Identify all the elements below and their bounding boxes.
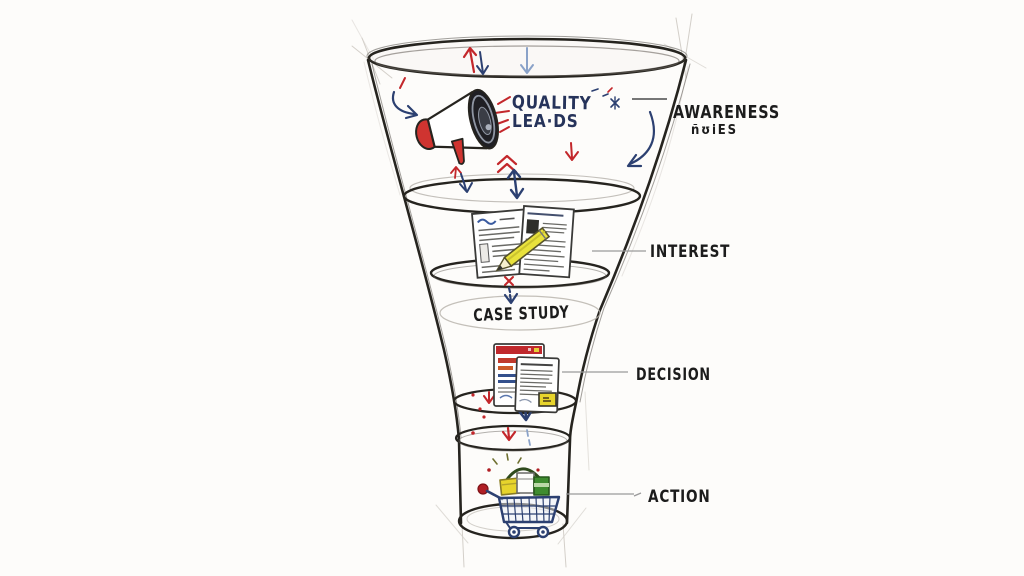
ring-case-study-ghost <box>439 295 601 331</box>
red-down-arrow-ring3 <box>483 391 495 404</box>
red-up-arrow-top <box>462 46 478 74</box>
stage-label-awareness: AWARENESS <box>673 102 780 123</box>
stage-sublabel-awareness: ñʊiES <box>691 123 738 138</box>
blue-curve-arrow-left <box>391 90 419 120</box>
red-tick-left <box>399 77 406 89</box>
cart-contents <box>499 467 550 496</box>
shopping-cart-icon <box>477 453 561 539</box>
pencil <box>495 226 551 272</box>
annotation-case-study: CASE STUDY <box>473 302 570 326</box>
lightblue-down-arrow-top <box>520 47 534 74</box>
blue-down-arrow-ring1 <box>459 173 473 193</box>
red-x-mark <box>504 276 514 286</box>
label-connectors <box>562 98 667 497</box>
red-up-arrow-small <box>450 166 462 179</box>
red-down-arrow-stage1 <box>565 142 579 161</box>
stage-label-action: ACTION <box>648 487 711 507</box>
blue-down-arrow-ring2 <box>503 286 519 305</box>
cart-frame <box>477 483 561 539</box>
label-connector-action-tick <box>633 492 642 497</box>
red-dots-ring3 <box>471 393 486 419</box>
stage-label-decision: DECISION <box>636 365 711 385</box>
megaphone-sound-lines <box>494 96 511 133</box>
annotation-leads: LEA·DS <box>512 111 579 132</box>
flow-arrows <box>391 46 655 446</box>
lightblue-dashes <box>526 429 531 446</box>
ring-1 <box>402 177 642 215</box>
stage-label-interest: INTEREST <box>650 242 731 262</box>
documents-pencil-icon <box>471 205 575 279</box>
red-down-arrow-cylinder <box>501 426 517 442</box>
blue-curve-arrow-right <box>626 110 655 168</box>
document-right <box>518 205 575 279</box>
yellow-badge <box>538 392 557 407</box>
blue-double-headed-arrow <box>506 168 525 200</box>
megaphone-icon <box>415 88 499 165</box>
funnel-outline <box>366 58 691 525</box>
cart-sparkles <box>492 453 522 465</box>
blue-down-arrow-top <box>476 51 489 75</box>
red-dot <box>471 431 475 435</box>
sparkle-doodle <box>591 87 620 110</box>
ring-1-ghost <box>409 173 635 203</box>
webpage-cards-icon <box>493 343 560 414</box>
